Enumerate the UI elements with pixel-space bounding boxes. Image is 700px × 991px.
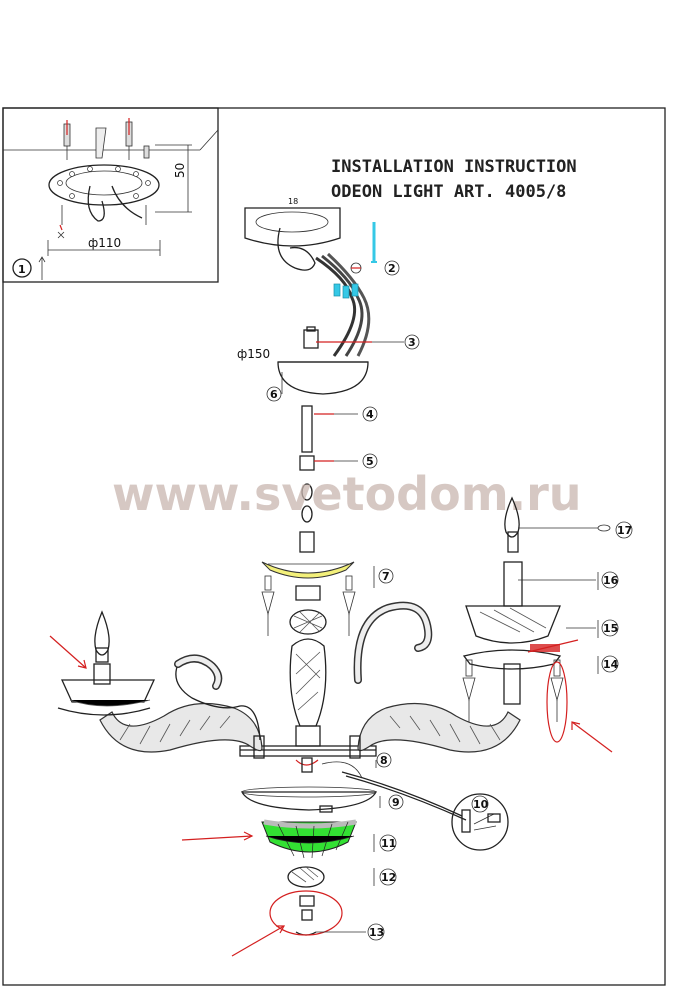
callout-9: 9: [379, 794, 404, 810]
part-number-15: 15: [603, 622, 618, 635]
callout-2: 2: [384, 260, 400, 276]
callout-7: 7: [373, 566, 394, 588]
watermark: www.svetodom.ru: [112, 467, 582, 521]
callout-4-top: 4: [334, 406, 378, 422]
part-number-9: 9: [392, 796, 400, 809]
part-number-3: 3: [408, 336, 416, 349]
part-number-11: 11: [381, 837, 396, 850]
step-circle: [12, 258, 32, 278]
title-line-2: ODEON LIGHT ART. 4005/8: [331, 182, 566, 202]
part-number-14: 14: [603, 658, 619, 671]
ceiling-plate: 18: [244, 197, 377, 357]
part-number-16: 16: [603, 574, 619, 587]
callout-6: 6: [266, 372, 283, 402]
part-number-6: 6: [270, 388, 278, 401]
left-candle-cup: [57, 610, 156, 716]
callout-11: 11: [373, 834, 397, 852]
step-number: 1: [18, 263, 26, 276]
callout-3: 3: [372, 334, 420, 350]
title-line-1: INSTALLATION INSTRUCTION: [331, 157, 577, 177]
callout-14: 14: [597, 655, 619, 674]
inset-ceiling-mount: ф110 50 1: [2, 107, 219, 283]
part-number-12: 12: [381, 871, 396, 884]
part-number-8: 8: [380, 754, 388, 767]
callout-5: 5: [334, 453, 378, 469]
canopy-diameter-label: ф150: [237, 347, 270, 361]
part-number-10: 10: [473, 798, 489, 811]
lower-bowl: [240, 771, 509, 851]
crystal-bowl: [261, 819, 357, 859]
callout-15: 15: [566, 619, 619, 638]
right-arm: [349, 601, 521, 759]
part-number-2: 2: [388, 262, 396, 275]
left-arm: [99, 654, 265, 759]
diagram-frame: [2, 107, 666, 986]
callout-16: 16: [518, 571, 619, 590]
inset-diameter-label: ф110: [88, 236, 121, 250]
central-body: [239, 561, 377, 779]
callout-12: 12: [373, 868, 397, 886]
callout-17: 17: [518, 521, 633, 539]
plate-width-label: 18: [288, 197, 298, 206]
canopy: ф150: [237, 326, 372, 395]
callout-13: 13: [316, 923, 385, 941]
callout-8: 8: [375, 752, 392, 768]
part-number-17: 17: [617, 524, 632, 537]
part-number-13: 13: [369, 926, 384, 939]
part-number-5: 5: [366, 455, 374, 468]
highlight-arrows: [49, 635, 613, 957]
finial: [269, 866, 343, 936]
callout-10: 10: [471, 795, 489, 813]
suspension-rod: [299, 405, 334, 553]
finial-highlight-circle: [269, 890, 343, 936]
inset-height-label: 50: [173, 163, 187, 178]
connector-detail-circle: [451, 793, 509, 851]
part-number-7: 7: [382, 570, 390, 583]
part-number-4: 4: [366, 408, 374, 421]
